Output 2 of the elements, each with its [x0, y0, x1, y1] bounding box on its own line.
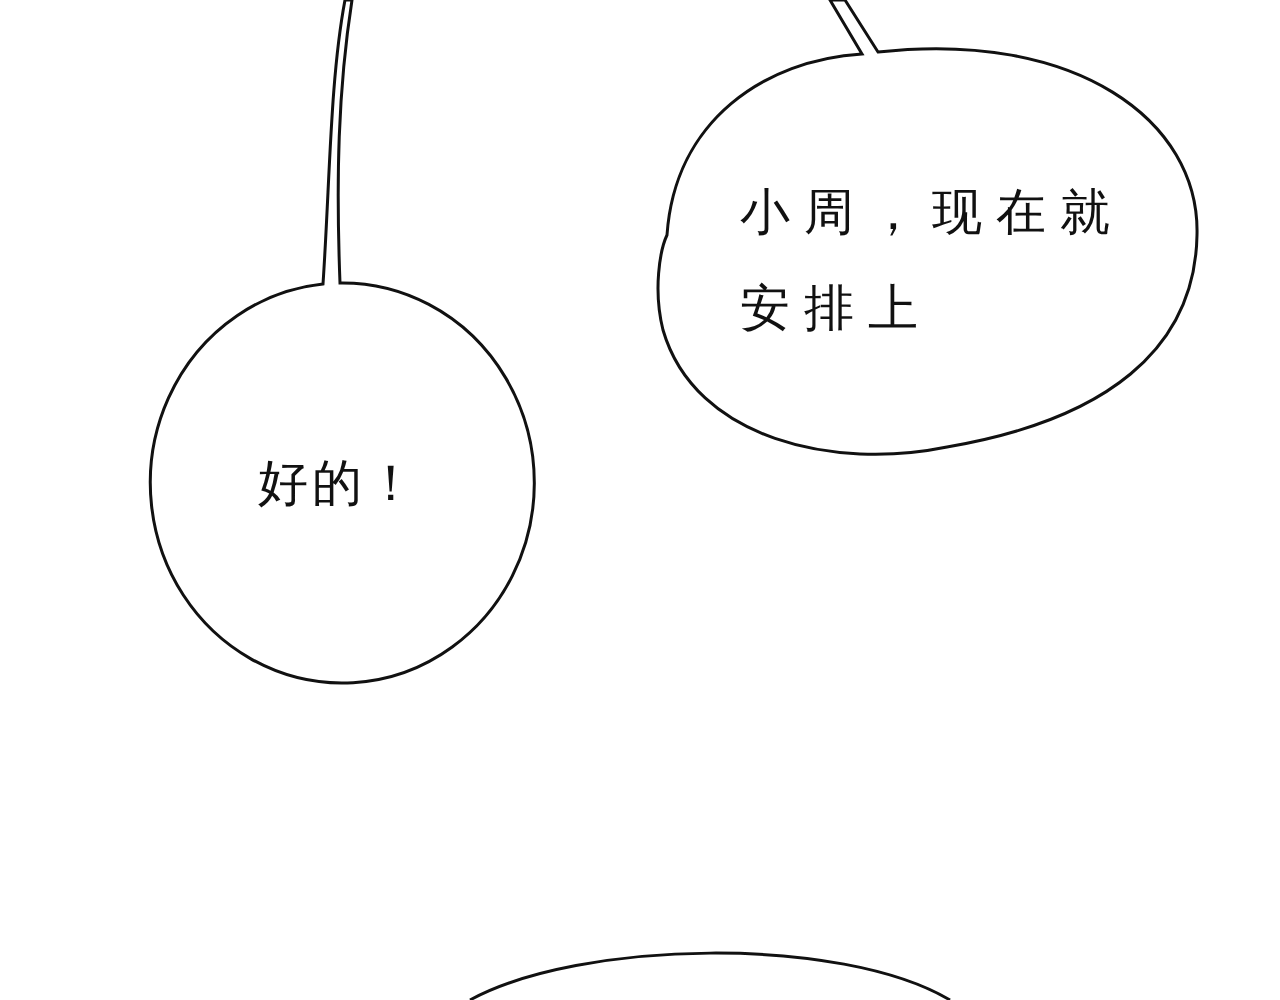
dialogue-text: 好的！ [258, 453, 421, 514]
dialogue-text: 小周，现在就安排上 [740, 182, 1125, 339]
